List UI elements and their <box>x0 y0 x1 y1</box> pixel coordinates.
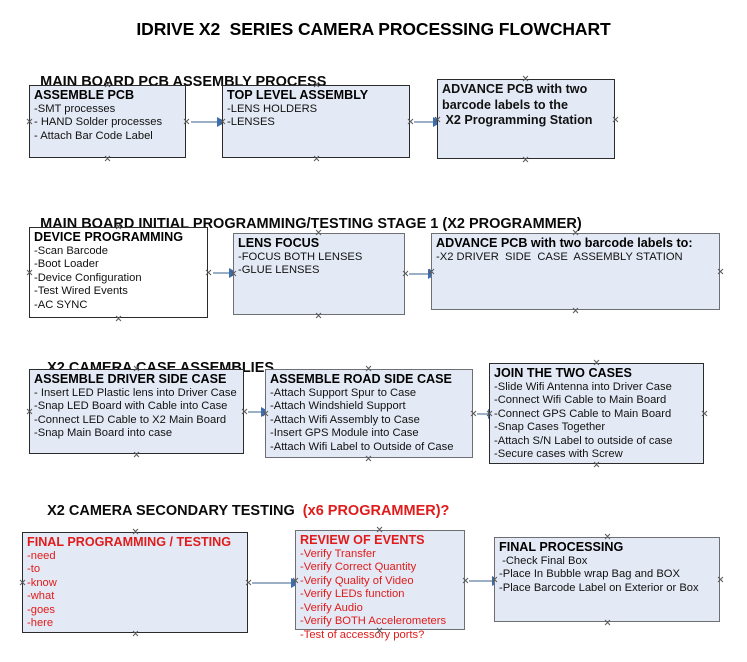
node-line: - Attach Bar Code Label <box>34 129 153 142</box>
node-lens-focus[interactable]: LENS FOCUS -FOCUS BOTH LENSES -GLUE LENS… <box>233 233 405 315</box>
connector-arrow <box>191 117 226 127</box>
section-heading-4-text: X2 CAMERA SECONDARY TESTING <box>47 503 303 519</box>
node-header: ADVANCE PCB with two <box>442 82 588 96</box>
node-header: TOP LEVEL ASSEMBLY <box>227 88 369 102</box>
node-line: barcode labels to the <box>442 97 568 112</box>
node-header: LENS FOCUS <box>238 236 320 250</box>
node-line: -X2 DRIVER SIDE CASE ASSEMBLY STATION <box>436 250 683 263</box>
node-header: FINAL PROGRAMMING / TESTING <box>27 535 232 549</box>
node-line: -Verify Audio <box>300 601 363 614</box>
node-join-the-two-cases[interactable]: JOIN THE TWO CASES -Slide Wifi Antenna i… <box>489 363 704 464</box>
node-advance-pcb-programming-station[interactable]: ADVANCE PCB with two barcode labels to t… <box>437 79 615 159</box>
node-line: -Boot Loader <box>34 258 99 271</box>
node-line: -Snap Cases Together <box>494 421 606 434</box>
node-assemble-pcb[interactable]: ASSEMBLE PCB -SMT processes - HAND Solde… <box>29 85 186 158</box>
node-line: -Attach Wifi Label to Outside of Case <box>270 440 454 453</box>
connector-arrow <box>248 407 270 417</box>
node-final-programming-testing[interactable]: FINAL PROGRAMMING / TESTING -need -to -k… <box>22 532 248 633</box>
node-line: -SMT processes <box>34 102 116 115</box>
node-header: REVIEW OF EVENTS <box>300 533 425 547</box>
arrowhead-icon <box>217 117 226 127</box>
node-device-programming[interactable]: DEVICE PROGRAMMING -Scan Barcode -Boot L… <box>29 227 208 318</box>
node-line: -Attach Wifi Assembly to Case <box>270 413 420 426</box>
node-line: -Attach S/N Label to outside of case <box>494 434 673 447</box>
node-line: -Attach Support Spur to Case <box>270 386 417 399</box>
node-line: -goes <box>27 603 55 616</box>
section-heading-4: X2 CAMERA SECONDARY TESTING (x6 PROGRAMM… <box>31 487 449 535</box>
node-final-processing[interactable]: FINAL PROCESSING -Check Final Box -Place… <box>494 537 720 622</box>
node-line: -know <box>27 576 57 589</box>
node-line: -AC SYNC <box>34 298 88 311</box>
node-header: DEVICE PROGRAMMING <box>34 230 184 244</box>
node-line: - Insert LED Plastic lens into Driver Ca… <box>34 386 237 399</box>
node-line: -Connect Wifi Cable to Main Board <box>494 394 667 407</box>
connector-arrow <box>414 117 442 127</box>
node-line: -Snap Main Board into case <box>34 427 173 440</box>
node-line: - HAND Solder processes <box>34 116 163 129</box>
node-line: -GLUE LENSES <box>238 264 320 277</box>
node-header: FINAL PROCESSING <box>499 540 624 554</box>
connector-arrow <box>252 578 300 588</box>
node-line: -Verify Correct Quantity <box>300 561 417 574</box>
node-line: -to <box>27 563 41 576</box>
node-header: ASSEMBLE ROAD SIDE CASE <box>270 372 452 386</box>
node-line: -need <box>27 549 56 562</box>
page-title: IDRIVE X2 SERIES CAMERA PROCESSING FLOWC… <box>136 19 611 39</box>
connector-arrow <box>477 409 497 419</box>
node-line: -Scan Barcode <box>34 244 109 257</box>
node-line: -Insert GPS Module into Case <box>270 427 419 440</box>
node-header: ADVANCE PCB with two barcode labels to: <box>436 236 693 250</box>
node-header: ASSEMBLE PCB <box>34 88 135 102</box>
node-review-of-events[interactable]: REVIEW OF EVENTS -Verify Transfer -Verif… <box>295 530 465 641</box>
node-line: -Attach Windshield Support <box>270 400 406 413</box>
node-line: -Verify Quality of Video <box>300 574 414 587</box>
node-assemble-driver-side-case[interactable]: ASSEMBLE DRIVER SIDE CASE - Insert LED P… <box>29 369 244 454</box>
node-line: -Slide Wifi Antenna into Driver Case <box>494 380 672 393</box>
node-line: -Test Wired Events <box>34 285 128 298</box>
node-line-overflow: -Test of accessory ports? <box>300 629 425 642</box>
node-line: -Verify LEDs function <box>300 588 405 601</box>
node-line: -what <box>27 590 55 603</box>
connector-arrow <box>409 269 437 279</box>
node-line: -Verify BOTH Accelerometers <box>300 615 447 628</box>
node-header: JOIN THE TWO CASES <box>494 366 632 380</box>
node-top-level-assembly[interactable]: TOP LEVEL ASSEMBLY -LENS HOLDERS -LENSES <box>222 85 410 158</box>
node-line: -Place In Bubble wrap Bag and BOX <box>499 568 680 581</box>
node-line: -LENS HOLDERS <box>227 102 318 115</box>
section-heading-4-accent: (x6 PROGRAMMER)? <box>302 503 450 519</box>
node-header: ASSEMBLE DRIVER SIDE CASE <box>34 372 227 386</box>
node-line: -Connect GPS Cable to Main Board <box>494 407 672 420</box>
node-line: -Secure cases with Screw <box>494 448 623 461</box>
node-line: X2 Programming Station <box>442 113 593 127</box>
node-line: -Verify Transfer <box>300 547 376 560</box>
connector-arrow <box>213 268 238 278</box>
node-assemble-road-side-case[interactable]: ASSEMBLE ROAD SIDE CASE -Attach Support … <box>265 369 473 458</box>
node-line: -Snap LED Board with Cable into Case <box>34 400 228 413</box>
node-line: -Place Barcode Label on Exterior or Box <box>499 581 699 594</box>
node-line: -Device Configuration <box>34 271 142 284</box>
node-line: -LENSES <box>227 116 275 129</box>
node-line: -here <box>27 617 54 630</box>
node-line: -FOCUS BOTH LENSES <box>238 250 363 263</box>
node-line: -Check Final Box <box>499 554 588 567</box>
connector-arrow <box>469 576 501 586</box>
node-advance-pcb-assembly-station[interactable]: ADVANCE PCB with two barcode labels to: … <box>431 233 720 310</box>
node-line: -Connect LED Cable to X2 Main Board <box>34 413 227 426</box>
